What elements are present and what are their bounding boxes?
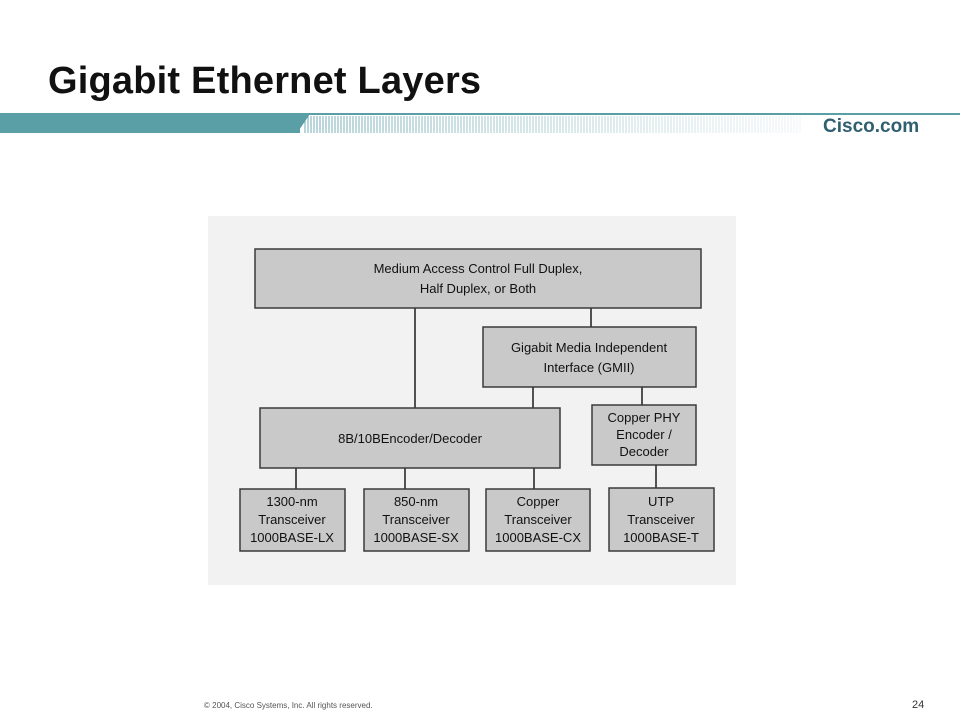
node-t-line-2: Transceiver <box>627 512 695 527</box>
node-gmii: Gigabit Media Independent Interface (GMI… <box>482 326 697 388</box>
node-lx-box <box>239 488 346 552</box>
diagram-panel: Medium Access Control Full Duplex, Half … <box>208 216 736 585</box>
header-stripe-hatch <box>304 116 801 133</box>
header-stripe-solid <box>0 114 300 133</box>
node-cx-box <box>485 488 591 552</box>
header-stripe-bar <box>0 113 960 133</box>
node-mac-line-2: Half Duplex, or Both <box>420 281 536 296</box>
node-encoder-line-1: 8B/10BEncoder/Decoder <box>338 431 482 446</box>
footer-copyright: © 2004, Cisco Systems, Inc. All rights r… <box>204 701 373 710</box>
node-t-line-3: 1000BASE-T <box>623 530 699 545</box>
page-number: 24 <box>912 699 925 711</box>
node-cx: Copper Transceiver 1000BASE-CX <box>485 488 591 552</box>
node-gmii-box <box>482 326 697 388</box>
node-copper-phy: Copper PHY Encoder / Decoder <box>591 404 697 466</box>
node-cx-line-1: Copper <box>517 494 560 509</box>
node-mac-box <box>254 248 702 309</box>
node-lx-line-2: Transceiver <box>258 512 326 527</box>
node-t-line-1: UTP <box>648 494 674 509</box>
header-stripe-wedge <box>285 114 310 133</box>
node-sx-line-1: 850-nm <box>394 494 438 509</box>
node-lx: 1300-nm Transceiver 1000BASE-LX <box>239 488 346 552</box>
node-copper-phy-line-3: Decoder <box>619 444 669 459</box>
brand-logo-text: Cisco.com <box>823 116 920 137</box>
node-cx-line-2: Transceiver <box>504 512 572 527</box>
node-mac-line-1: Medium Access Control Full Duplex, <box>374 261 583 276</box>
node-lx-line-3: 1000BASE-LX <box>250 530 334 545</box>
node-lx-line-1: 1300-nm <box>266 494 317 509</box>
node-encoder-box <box>259 407 561 469</box>
node-cx-line-3: 1000BASE-CX <box>495 530 581 545</box>
node-sx-line-2: Transceiver <box>382 512 450 527</box>
node-t: UTP Transceiver 1000BASE-T <box>608 487 715 552</box>
node-gmii-line-2: Interface (GMII) <box>543 360 634 375</box>
node-copper-phy-box <box>591 404 697 466</box>
node-mac: Medium Access Control Full Duplex, Half … <box>254 248 702 309</box>
node-sx-line-3: 1000BASE-SX <box>373 530 459 545</box>
node-t-box <box>608 487 715 552</box>
node-copper-phy-line-2: Encoder / <box>616 427 672 442</box>
slide-title: Gigabit Ethernet Layers <box>48 60 482 102</box>
node-copper-phy-line-1: Copper PHY <box>608 410 681 425</box>
node-gmii-line-1: Gigabit Media Independent <box>511 340 668 355</box>
ethernet-layers-diagram: Medium Access Control Full Duplex, Half … <box>239 248 715 552</box>
node-sx-box <box>363 488 470 552</box>
node-encoder: 8B/10BEncoder/Decoder <box>259 407 561 469</box>
node-sx: 850-nm Transceiver 1000BASE-SX <box>363 488 470 552</box>
